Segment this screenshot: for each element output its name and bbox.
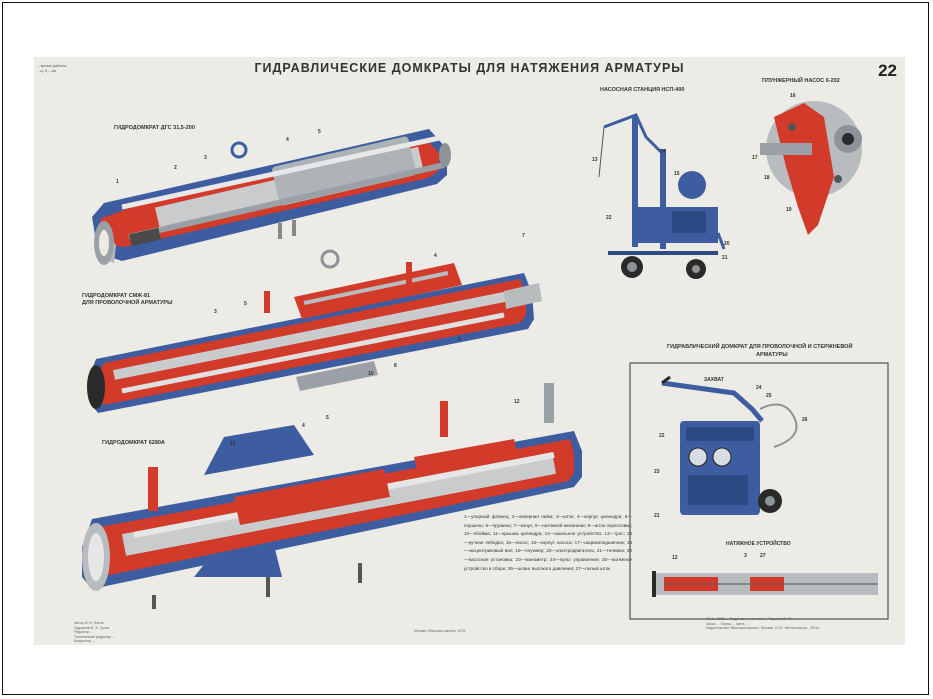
- poster-number: 22: [878, 61, 897, 80]
- callout: 10: [368, 371, 374, 377]
- callout: 3: [214, 309, 217, 315]
- callout: 21: [654, 513, 660, 519]
- callout: 12: [514, 399, 520, 405]
- callout: 3: [744, 553, 747, 559]
- corner-note-line: ...ц. II ...ия: [37, 68, 56, 73]
- callout: 19: [786, 207, 792, 213]
- callout: 11: [230, 441, 236, 447]
- footer-credit-line: Корректор ...: [74, 639, 96, 644]
- callout: 9: [458, 337, 461, 343]
- callout: 20: [724, 241, 730, 247]
- callout: 18: [764, 175, 770, 181]
- poster-illustration: [82, 101, 889, 620]
- callout: 16: [790, 93, 796, 99]
- label-tension-device: НАТЯЖНОЕ УСТРОЙСТВО: [726, 541, 791, 547]
- footer-imprint-line: Заказ ... Тираж ... Цена ...: [706, 621, 749, 626]
- jack-smzh-drawing: [87, 249, 542, 413]
- callout: 8: [394, 363, 397, 369]
- callout: 22: [659, 433, 665, 439]
- label-jack-smzh: ГИДРОДОМКРАТ СМЖ-81: [82, 293, 151, 299]
- callout: 5: [326, 415, 329, 421]
- plunger-pump-drawing: [760, 101, 862, 235]
- pump-station-drawing: [598, 113, 726, 279]
- callout: 1: [116, 179, 119, 185]
- legend-text: 1—упорный фланец; 2—анкерная гайка; 3—шт…: [464, 514, 632, 571]
- footer-credit-line: Редактор ...: [74, 630, 94, 635]
- callout: 27: [760, 553, 766, 559]
- corner-note-line: ...трные работы: [37, 63, 67, 68]
- jack-6280a-drawing: [82, 383, 582, 609]
- callout: 5: [318, 129, 321, 135]
- combo-jack-drawing: [661, 375, 798, 515]
- label-grip-tool: ЗАХВАТ: [704, 377, 724, 383]
- tension-device-drawing: [652, 571, 878, 597]
- callout: 15: [674, 171, 680, 177]
- jack-dgs-drawing: [92, 129, 451, 265]
- label-pump-station: НАСОСНАЯ СТАНЦИЯ НСП-400: [600, 87, 685, 93]
- footer-imprint-line: Издательство «Высшая школа», Москва, К-5…: [706, 626, 820, 631]
- callout: 26: [802, 417, 808, 423]
- callout: 5: [244, 301, 247, 307]
- label-plunger-pump: ПЛУНЖЕРНЫЙ НАСОС 6-202: [762, 78, 840, 84]
- footer-publisher: Москва «Высшая школа» 1976: [414, 629, 466, 633]
- callout: 23: [654, 469, 660, 475]
- footer-imprint-line: ИБ № 2322 ... Подписано к печати ... Фор…: [706, 617, 796, 621]
- label-combo-jack-sub: АРМАТУРЫ: [756, 352, 788, 358]
- callout: 3: [204, 155, 207, 161]
- footer-imprint: ИБ № 2322 ... Подписано к печати ... Фор…: [706, 617, 819, 631]
- label-combo-jack: ГИДРАВЛИЧЕСКИЙ ДОМКРАТ ДЛЯ ПРОВОЛОЧНОЙ И…: [667, 344, 853, 350]
- footer-credit-line: Технический редактор ...: [74, 634, 116, 639]
- poster: ГИДРАВЛИЧЕСКИЕ ДОМКРАТЫ ДЛЯ НАТЯЖЕНИЯ АР…: [34, 57, 905, 645]
- callout: 14: [660, 149, 666, 155]
- callout: 25: [766, 393, 772, 399]
- callout: 22: [606, 215, 612, 221]
- corner-note: ...трные работы ...ц. II ...ия: [37, 63, 66, 73]
- footer-credit-line: Автор И. В. Ногов: [74, 621, 104, 625]
- label-jack-smzh-sub: ДЛЯ ПРОВОЛОЧНОЙ АРМАТУРЫ: [82, 300, 173, 306]
- callout: 12: [672, 555, 678, 561]
- callout: 17: [752, 155, 758, 161]
- footer-credits: Автор И. В. Ногов Художник В. А. Гусев Р…: [74, 621, 115, 644]
- callout: 4: [286, 137, 289, 143]
- footer-credit-line: Художник В. А. Гусев: [74, 625, 109, 630]
- callout: 4: [434, 253, 437, 259]
- callout: 4: [302, 423, 305, 429]
- poster-title: ГИДРАВЛИЧЕСКИЕ ДОМКРАТЫ ДЛЯ НАТЯЖЕНИЯ АР…: [254, 61, 685, 75]
- label-jack-6280a: ГИДРОДОМКРАТ 6280А: [102, 440, 165, 446]
- combo-jack-box: [629, 362, 889, 620]
- callout: 21: [722, 255, 728, 261]
- callout: 2: [174, 165, 177, 171]
- callout: 13: [592, 157, 598, 163]
- label-jack-dgs: ГИДРОДОМКРАТ ДГС 31,5-200: [114, 125, 195, 131]
- callout: 7: [522, 233, 525, 239]
- callout: 24: [756, 385, 762, 391]
